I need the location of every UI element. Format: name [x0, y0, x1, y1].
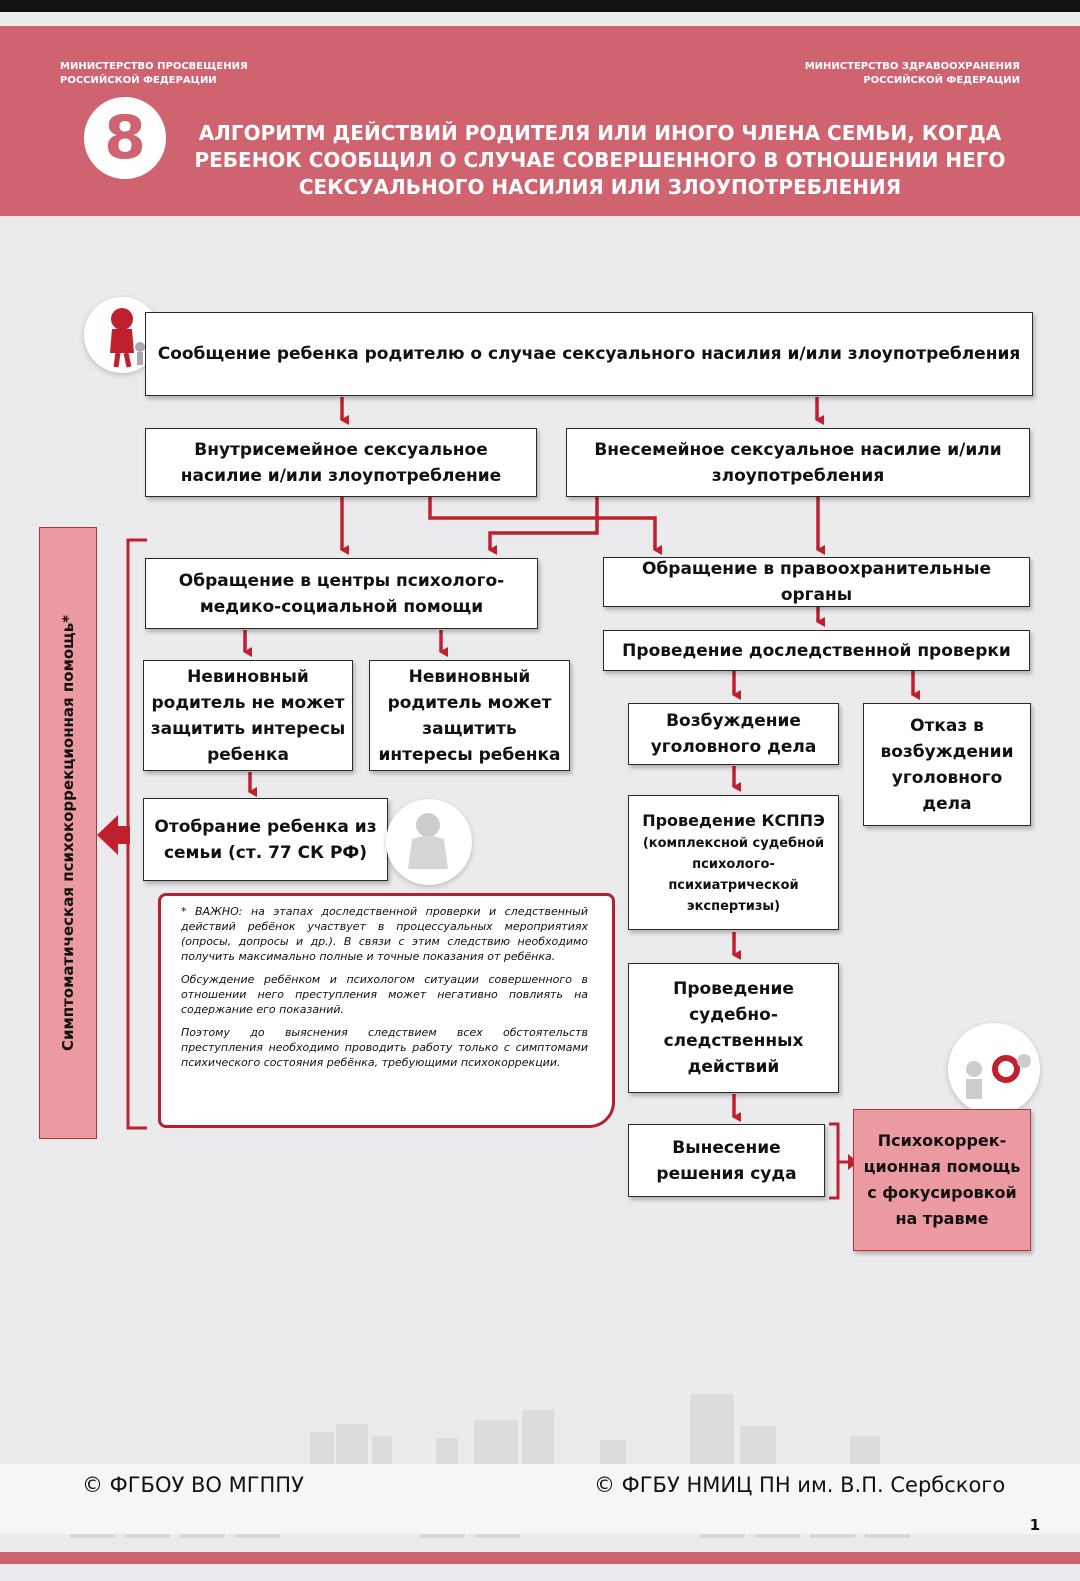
node-child-report: Сообщение ребенка родителю о случае секс… — [145, 312, 1033, 396]
node-preliminary-inspection: Проведение доследственной проверки — [603, 630, 1030, 671]
ksppe-detail: (комплексной судебной психолого-психиатр… — [642, 835, 825, 914]
sad-child-figure-icon — [386, 799, 472, 885]
node-parent-can-protect: Невиновный родитель может защитить интер… — [369, 660, 570, 771]
lifebuoy-figure-icon — [948, 1023, 1040, 1115]
footer-copyright-left: © ФГБОУ ВО МГППУ — [82, 1473, 304, 1497]
ksppe-title: Проведение КСППЭ — [642, 810, 825, 830]
node-ksppe: Проведение КСППЭ (комплексной судебной п… — [628, 795, 839, 930]
node-psych-centers: Обращение в центры психолого-медико-соци… — [145, 558, 538, 629]
symptomatic-help-bar: Симптоматическая психокоррекционная помо… — [39, 527, 97, 1139]
footer-copyright-right: © ФГБУ НМИЦ ПН им. В.П. Сербского — [594, 1473, 1006, 1497]
node-trauma-focused-help: Психокоррек-ционная помощь с фокусировко… — [853, 1109, 1031, 1251]
important-note-p1: * ВАЖНО: на этапах доследственной провер… — [181, 905, 588, 963]
node-intrafamily-abuse: Внутрисемейное сексуальное насилие и/или… — [145, 428, 537, 497]
ministry-health-label: МИНИСТЕРСТВО ЗДРАВООХРАНЕНИЯ РОССИЙСКОЙ … — [804, 61, 1020, 86]
important-note-p3: Поэтому до выяснения следствием всех обс… — [181, 1026, 588, 1069]
top-bar — [0, 0, 1080, 12]
node-child-removal: Отобрание ребенка из семьи (ст. 77 СК РФ… — [143, 798, 388, 881]
node-extrafamily-abuse: Внесемейное сексуальное насилие и/или зл… — [566, 428, 1030, 497]
node-investigative-actions: Проведение судебно-следственных действий — [628, 963, 839, 1093]
header-banner: МИНИСТЕРСТВО ПРОСВЕЩЕНИЯ РОССИЙСКОЙ ФЕДЕ… — [0, 26, 1080, 216]
node-court-decision: Вынесение решения суда — [628, 1124, 825, 1197]
bottom-bar — [0, 1552, 1080, 1564]
page-title: АЛГОРИТМ ДЕЙСТВИЙ РОДИТЕЛЯ ИЛИ ИНОГО ЧЛЕ… — [194, 121, 1006, 199]
important-note: * ВАЖНО: на этапах доследственной провер… — [158, 893, 615, 1128]
step-number-badge: 8 — [84, 97, 166, 179]
important-note-p2: Обсуждение ребёнком и психологом ситуаци… — [181, 973, 588, 1016]
node-law-enforcement: Обращение в правоохранительные органы — [603, 557, 1030, 607]
footer-strip — [0, 1464, 1080, 1534]
ministry-education-label: МИНИСТЕРСТВО ПРОСВЕЩЕНИЯ РОССИЙСКОЙ ФЕДЕ… — [60, 61, 248, 86]
node-parent-cannot-protect: Невиновный родитель не может защитить ин… — [143, 660, 353, 771]
page-number: 1 — [1029, 1516, 1040, 1534]
node-case-refusal: Отказ в возбуждении уголовного дела — [863, 703, 1031, 826]
node-criminal-case: Возбуждение уголовного дела — [628, 703, 839, 765]
